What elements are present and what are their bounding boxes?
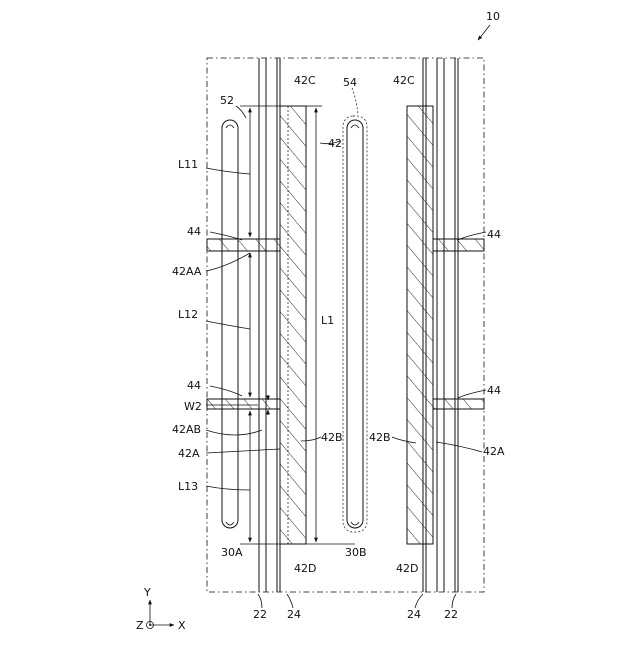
label-L13: L13 — [178, 480, 198, 493]
label-42B-right: 42B — [369, 431, 391, 444]
label-L12: L12 — [178, 308, 198, 321]
label-30A: 30A — [221, 546, 243, 559]
label-44-left-top: 44 — [187, 225, 201, 238]
bridge-44-right-bottom — [433, 399, 484, 409]
label-22-left: 22 — [253, 608, 267, 621]
left-guide-lines — [259, 58, 280, 592]
label-44-right-bottom: 44 — [487, 384, 501, 397]
label-22-right: 22 — [444, 608, 458, 621]
bridge-44-left-top — [207, 239, 280, 251]
bridge-44-right-top — [433, 239, 484, 251]
reference-arrow-10 — [478, 25, 490, 40]
label-W2: W2 — [184, 400, 202, 413]
label-42AA: 42AA — [172, 265, 202, 278]
label-42D-left: 42D — [294, 562, 316, 575]
label-52: 52 — [220, 94, 234, 107]
label-42C-right: 42C — [393, 74, 415, 87]
label-54: 54 — [343, 76, 357, 89]
label-42-top: 42 — [328, 137, 342, 150]
label-L11: L11 — [178, 158, 198, 171]
label-42B-center: 42B — [321, 431, 343, 444]
electrode-42-left — [280, 106, 306, 544]
label-42C-left: 42C — [294, 74, 316, 87]
z-axis-dot — [149, 624, 151, 626]
slot-30B — [343, 116, 367, 532]
electrode-42-right — [407, 106, 433, 544]
label-44-right-top: 44 — [487, 228, 501, 241]
label-24-right: 24 — [407, 608, 421, 621]
axis-label-z: Z — [136, 619, 144, 632]
label-42AB: 42AB — [172, 423, 201, 436]
coordinate-axes: Y X Z — [136, 586, 186, 632]
label-42D-right: 42D — [396, 562, 418, 575]
label-L1: L1 — [321, 314, 334, 327]
axis-label-x: X — [178, 619, 186, 632]
label-24-left: 24 — [287, 608, 301, 621]
label-44-left-bottom: 44 — [187, 379, 201, 392]
substrate-outline — [207, 58, 484, 592]
label-10: 10 — [486, 10, 500, 23]
label-42A-right: 42A — [483, 445, 505, 458]
slot-30A — [222, 120, 238, 528]
axis-label-y: Y — [143, 586, 151, 599]
label-30B: 30B — [345, 546, 367, 559]
bridge-44-left-bottom — [207, 399, 280, 409]
label-42A-left: 42A — [178, 447, 200, 460]
